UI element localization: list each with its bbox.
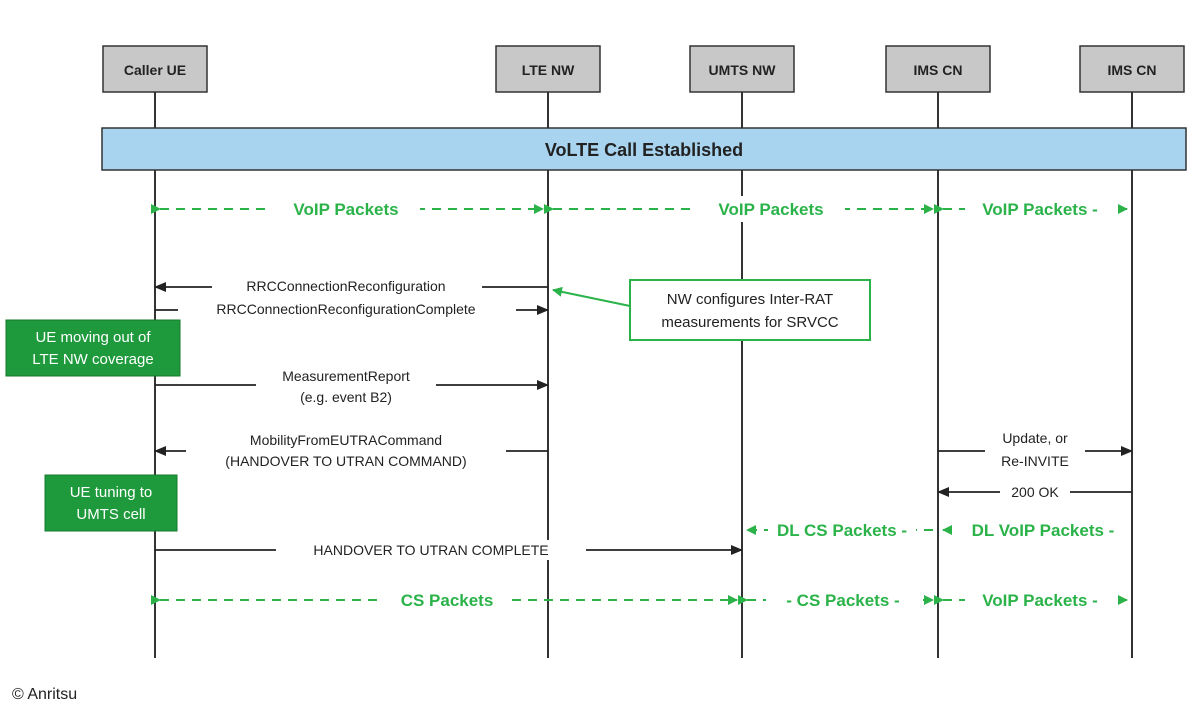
entity-label: UMTS NW: [709, 62, 777, 78]
msg-rrc-reconfiguration: RRCConnectionReconfiguration: [154, 276, 548, 296]
msg-mobility-command: MobilityFromEUTRACommand (HANDOVER TO UT…: [154, 430, 548, 474]
flow-label: VoIP Packets -: [982, 200, 1098, 219]
msg-label: RRCConnectionReconfigurationComplete: [216, 301, 475, 317]
flow-label: VoIP Packets: [718, 200, 823, 219]
entity-lte-nw: LTE NW: [495, 45, 601, 93]
banner-label: VoLTE Call Established: [545, 140, 743, 160]
entity-ims-cn-1: IMS CN: [885, 45, 991, 93]
copyright-text: © Anritsu: [12, 686, 78, 703]
state-line-1: UE tuning to: [70, 484, 153, 501]
msg-label: HANDOVER TO UTRAN COMPLETE: [313, 542, 548, 558]
state-line-1: UE moving out of: [35, 329, 151, 346]
voip-flow-ims-ims: VoIP Packets -: [934, 196, 1128, 222]
msg-sublabel: (HANDOVER TO UTRAN COMMAND): [225, 453, 466, 469]
note-inter-rat: NW configures Inter-RAT measurements for…: [629, 279, 871, 341]
flow-label: DL VoIP Packets -: [972, 521, 1115, 540]
volte-call-banner: VoLTE Call Established: [101, 127, 1187, 171]
msg-handover-complete: HANDOVER TO UTRAN COMPLETE: [155, 540, 743, 560]
msg-200-ok: 200 OK: [937, 482, 1132, 502]
flow-label: VoIP Packets: [293, 200, 398, 219]
entity-label: Caller UE: [124, 62, 186, 78]
entity-ims-cn-2: IMS CN: [1079, 45, 1185, 93]
msg-rrc-reconfiguration-complete: RRCConnectionReconfigurationComplete: [155, 299, 549, 319]
msg-label: Update, or: [1002, 430, 1068, 446]
note-line-1: NW configures Inter-RAT: [667, 291, 833, 308]
state-line-2: LTE NW coverage: [32, 351, 153, 368]
entity-umts-nw: UMTS NW: [689, 45, 795, 93]
flow-label: - CS Packets -: [786, 591, 899, 610]
note-pointer: [552, 286, 631, 307]
msg-label: RRCConnectionReconfiguration: [246, 278, 445, 294]
flow-label: DL CS Packets -: [777, 521, 907, 540]
msg-measurement-report: MeasurementReport (e.g. event B2): [155, 366, 549, 410]
msg-label: MeasurementReport: [282, 368, 410, 384]
dl-voip-flow: DL VoIP Packets -: [942, 518, 1128, 544]
state-ue-moving-out: UE moving out of LTE NW coverage: [5, 319, 181, 377]
entity-label: LTE NW: [522, 62, 575, 78]
note-line-2: measurements for SRVCC: [661, 314, 838, 331]
msg-sublabel: (e.g. event B2): [300, 389, 392, 405]
msg-update-reinvite: Update, or Re-INVITE: [938, 427, 1133, 473]
msg-sublabel: Re-INVITE: [1001, 453, 1069, 469]
dl-cs-flow: DL CS Packets -: [746, 518, 933, 544]
msg-label: MobilityFromEUTRACommand: [250, 432, 442, 448]
entity-label: IMS CN: [1108, 62, 1157, 78]
state-line-2: UMTS cell: [76, 506, 145, 523]
flow-label: CS Packets: [401, 591, 494, 610]
entity-label: IMS CN: [914, 62, 963, 78]
entity-caller-ue: Caller UE: [102, 45, 208, 93]
msg-label: 200 OK: [1011, 484, 1059, 500]
voip-flow-ue-lte: VoIP Packets: [151, 196, 544, 222]
cs-flow-ue-umts: CS Packets: [151, 587, 738, 613]
voip-flow-lte-ims: VoIP Packets: [544, 196, 934, 222]
state-ue-tuning: UE tuning to UMTS cell: [44, 474, 178, 532]
voip-flow-ims-ims-final: VoIP Packets -: [934, 587, 1128, 613]
flow-label: VoIP Packets -: [982, 591, 1098, 610]
cs-flow-umts-ims: - CS Packets -: [738, 587, 934, 613]
